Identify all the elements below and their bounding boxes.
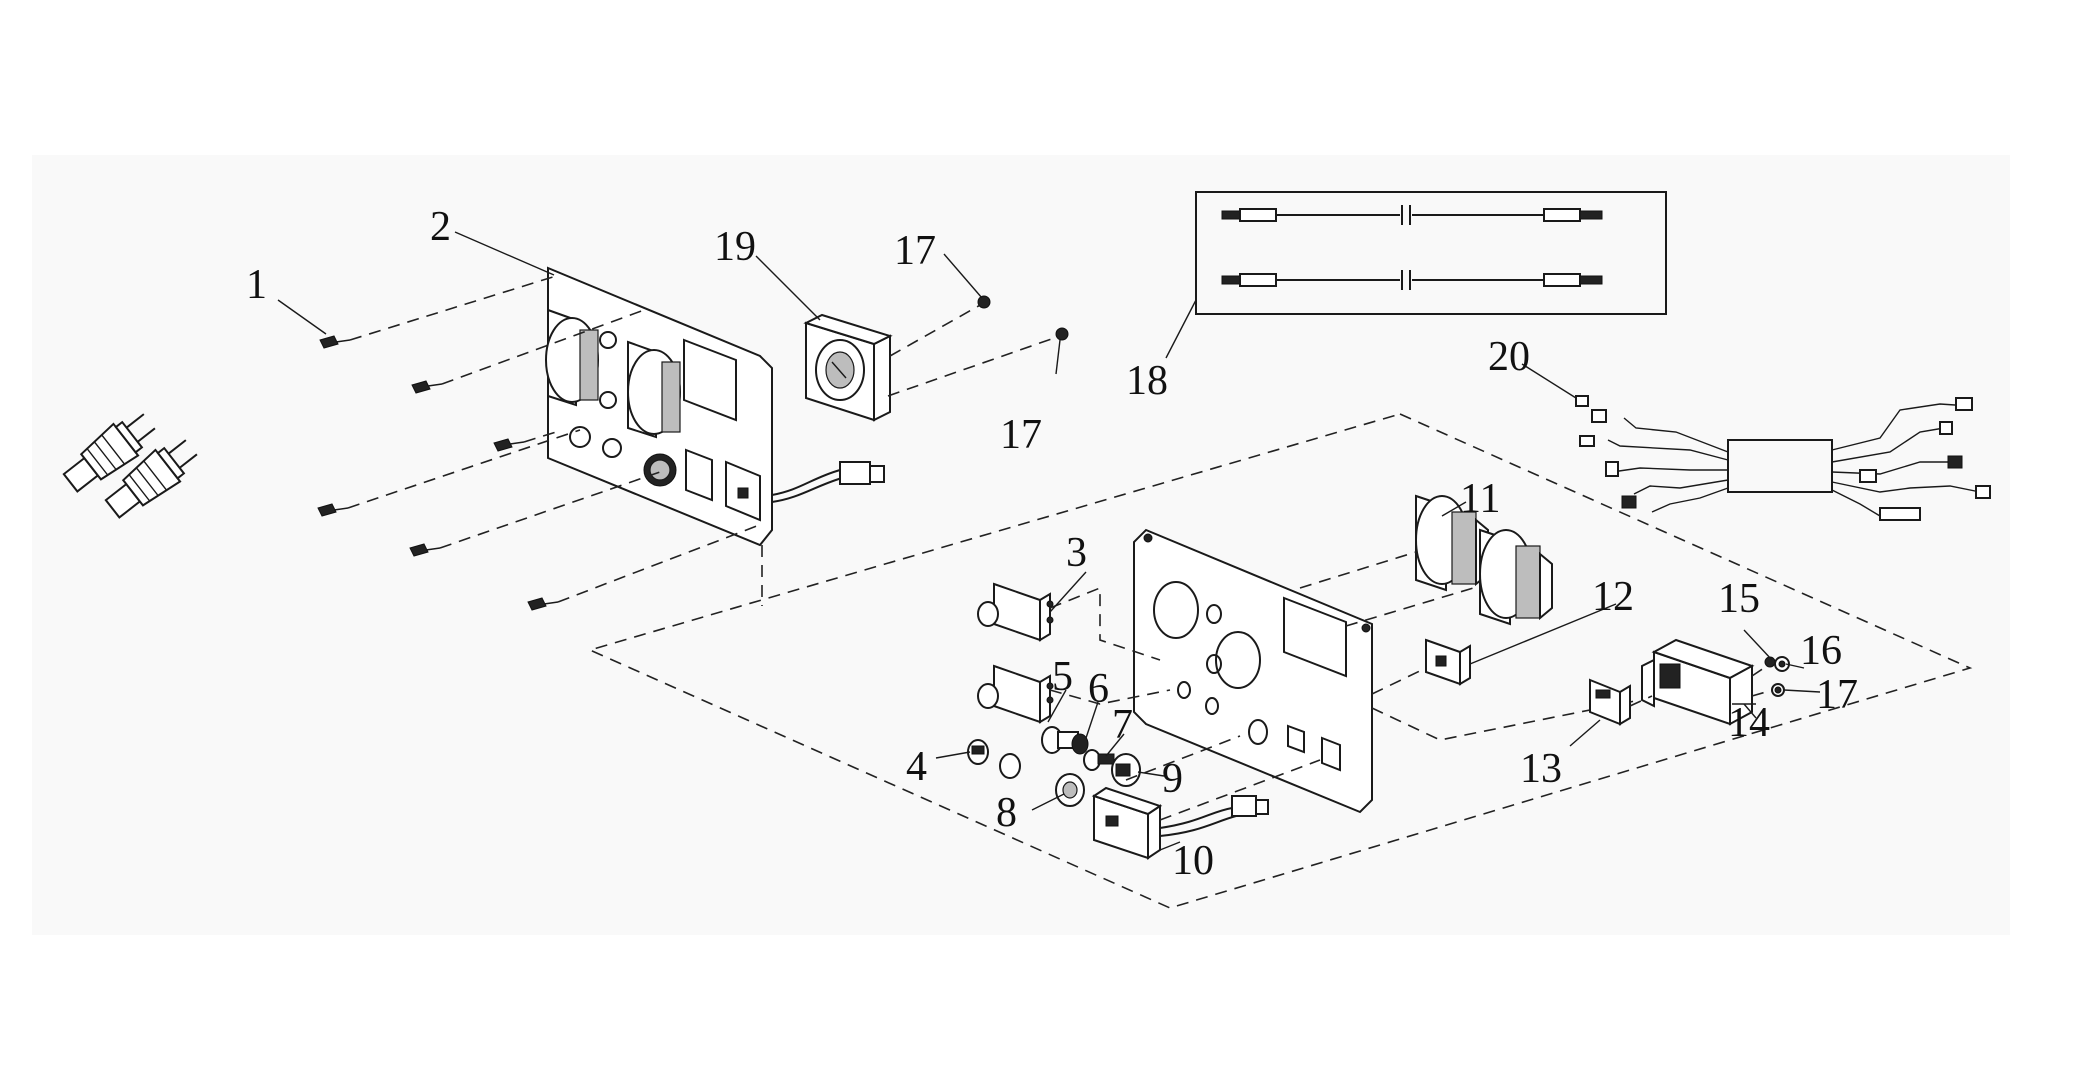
callout-15: 15 (1718, 576, 1760, 622)
leader-lines (277, 231, 1821, 851)
cable-upper (1221, 205, 1603, 225)
switch-9 (1111, 753, 1141, 787)
callout-labels: 1 2 3 4 5 6 7 8 9 10 11 12 13 14 15 16 1… (246, 204, 1858, 884)
callout-8: 8 (996, 790, 1017, 836)
callout-5: 5 (1052, 654, 1073, 700)
callout-16: 16 (1800, 628, 1842, 674)
assembled-control-panel (545, 266, 885, 606)
callout-10: 10 (1172, 838, 1214, 884)
callout-17-c: 17 (1816, 672, 1858, 718)
outlet-left (545, 308, 599, 407)
front-panel-plate (1133, 528, 1373, 814)
callout-11: 11 (1460, 476, 1500, 522)
callout-9: 9 (1162, 756, 1183, 802)
callout-12: 12 (1592, 574, 1634, 620)
indicator-7 (1083, 749, 1115, 771)
nut-17b (1055, 327, 1069, 341)
callout-17-a: 17 (894, 228, 936, 274)
panel-screws (317, 275, 763, 611)
outlet-11-lower (1479, 528, 1553, 626)
circuit-breaker-3 (977, 582, 1054, 642)
callout-20: 20 (1488, 334, 1530, 380)
button-8 (1055, 773, 1085, 807)
callout-19: 19 (714, 224, 756, 270)
outlet-right (627, 340, 681, 439)
digital-meter (803, 303, 1061, 422)
callout-4: 4 (906, 744, 927, 790)
control-module-14 (1641, 638, 1755, 726)
fuse-holder-6 (1041, 726, 1089, 755)
callout-17-b: 17 (1000, 412, 1042, 458)
diagram-background (32, 155, 2010, 935)
callout-14: 14 (1728, 700, 1770, 746)
wiring-harness (1575, 395, 1991, 521)
callout-18: 18 (1126, 358, 1168, 404)
component-12 (1425, 638, 1471, 686)
socket-10 (1091, 786, 1269, 860)
circuit-breaker-5 (977, 664, 1054, 724)
power-plug-left (62, 413, 198, 519)
callout-13: 13 (1520, 746, 1562, 792)
nut-17a (977, 295, 991, 309)
callout-3: 3 (1066, 530, 1087, 576)
nut-17c (1771, 683, 1785, 697)
callout-7: 7 (1112, 702, 1133, 748)
callout-1: 1 (246, 262, 267, 308)
component-13 (1589, 678, 1631, 726)
callout-2: 2 (430, 204, 451, 250)
callout-6: 6 (1088, 666, 1109, 712)
cable-set-box (1195, 191, 1667, 315)
cable-lower (1221, 270, 1603, 290)
